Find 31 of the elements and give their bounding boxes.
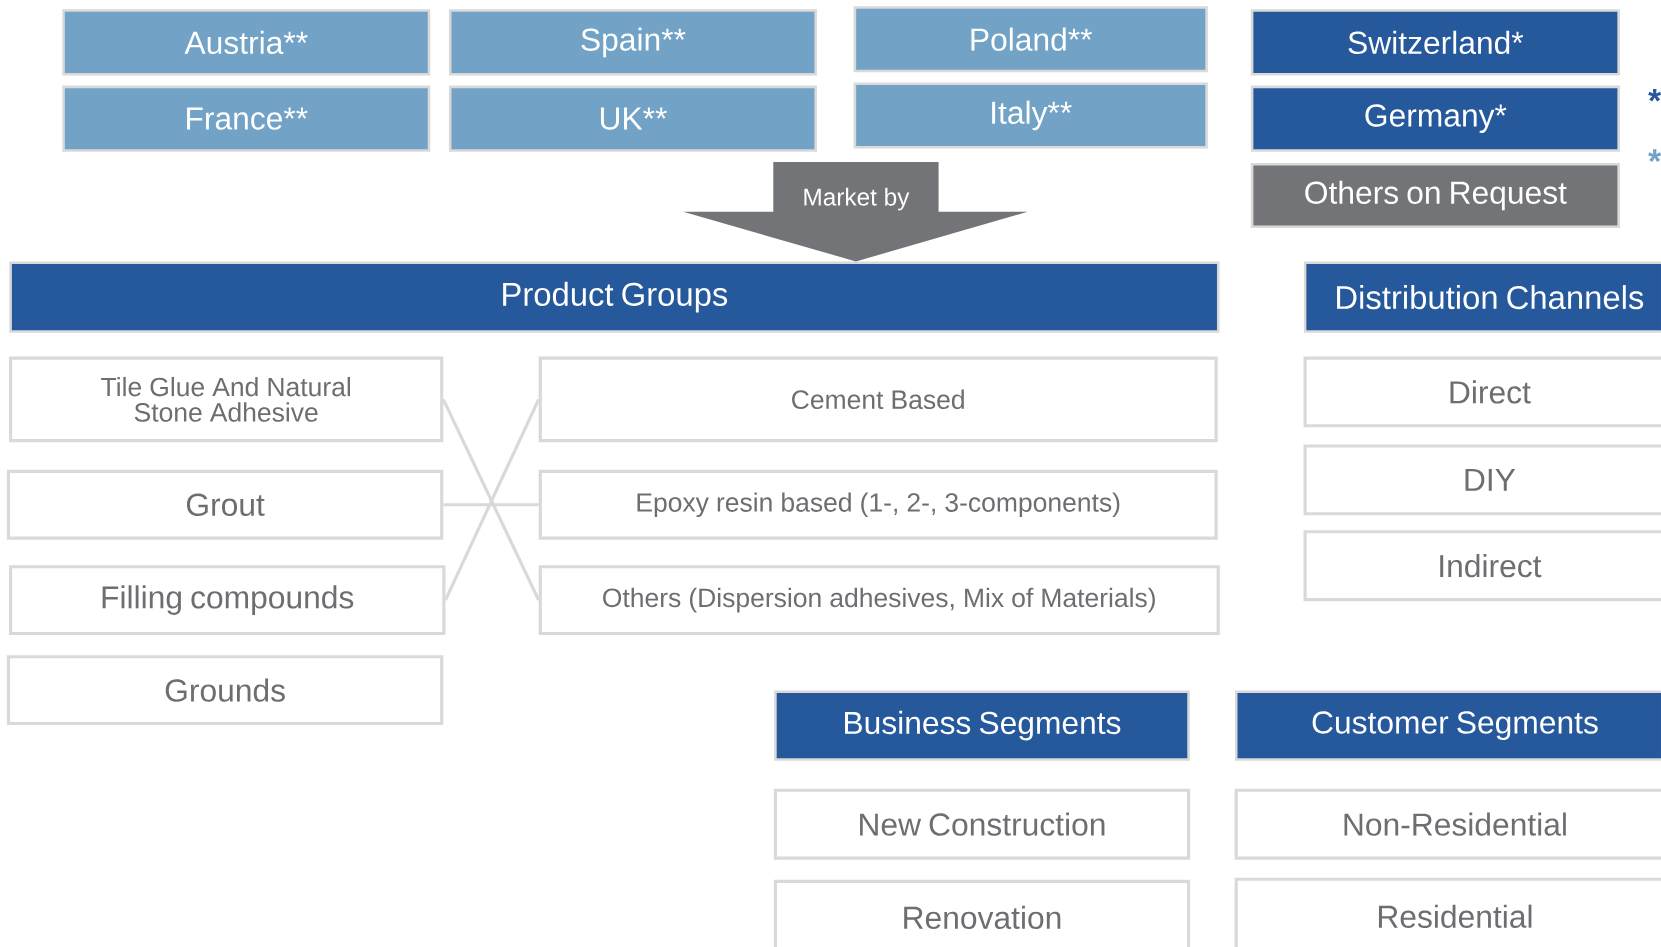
connector-line <box>443 503 539 507</box>
country-box: Italy** <box>853 82 1208 149</box>
category-box: Others (Dispersion adhesives, Mix of Materials) <box>538 565 1220 636</box>
country-box: UK** <box>448 85 817 152</box>
edge-label: Market by <box>800 185 912 213</box>
header-box: Germany* <box>1250 85 1620 152</box>
asterisk-mark: * <box>1648 149 1661 162</box>
asterisk-mark: * <box>1648 88 1661 102</box>
category-box: Cement Based <box>538 356 1218 443</box>
category-box: Grounds <box>6 655 444 726</box>
country-box: Austria** <box>62 9 431 76</box>
category-box: New Construction <box>773 788 1191 860</box>
country-box: Poland** <box>853 6 1208 73</box>
category-box: DIY <box>1303 444 1661 516</box>
request-box: Others on Request <box>1250 162 1620 228</box>
header-box: Switzerland* <box>1250 9 1620 76</box>
category-box: Direct <box>1303 356 1661 428</box>
category-box: Indirect <box>1303 530 1661 602</box>
category-box: Filling compounds <box>9 565 446 636</box>
header-box: Customer Segments <box>1234 690 1661 761</box>
country-box: Spain** <box>448 9 817 76</box>
country-box: France** <box>62 85 431 152</box>
category-box: Non-Residential <box>1234 788 1661 860</box>
category-box: Renovation <box>773 879 1191 947</box>
category-box: Tile Glue And Natural Stone Adhesive <box>9 356 444 443</box>
category-box: Residential <box>1234 877 1661 947</box>
header-box: Product Groups <box>9 261 1220 333</box>
category-box: Grout <box>6 469 444 540</box>
category-box: Epoxy resin based (1-, 2-, 3-components) <box>538 469 1218 540</box>
header-box: Business Segments <box>774 690 1190 761</box>
header-box: Distribution Channels <box>1303 261 1661 333</box>
